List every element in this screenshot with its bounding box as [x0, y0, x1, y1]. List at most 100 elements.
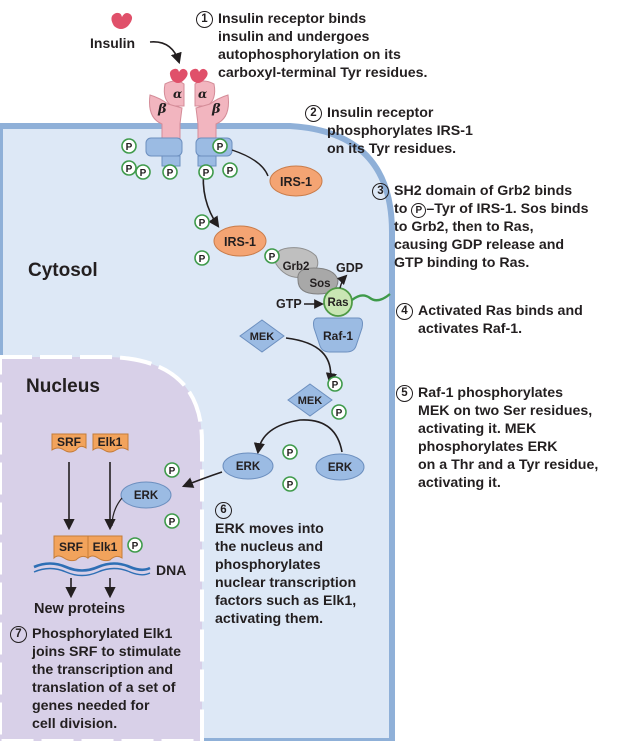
step-5: 5 Raf-1 phosphorylates MEK on two Ser re… — [396, 384, 620, 492]
phosphate-badge — [327, 376, 343, 392]
step-1-text: Insulin receptor binds insulin and under… — [218, 11, 428, 81]
dna-strand — [33, 562, 151, 572]
ras-membrane-anchor — [351, 293, 391, 302]
phosphate-badge — [121, 160, 137, 176]
step-number-6: 6 — [215, 502, 232, 519]
srf-complex-label: SRF — [59, 540, 83, 554]
insulin-binding-arrow — [149, 41, 182, 65]
phospho-inline-badge: P — [411, 203, 427, 218]
erk-inactive — [315, 453, 365, 481]
step-2-text: Insulin receptor phosphorylates IRS-1 on… — [327, 105, 473, 157]
erk-activation-arrow — [253, 419, 343, 455]
phosphate-badge-label: P — [336, 408, 343, 419]
phosphate-badge — [212, 138, 228, 154]
step-3-text-after: –Tyr of IRS-1. Sos binds to Grb2, then t… — [394, 201, 589, 271]
beta-label-right: β — [211, 102, 221, 117]
raf1-protein — [313, 317, 363, 353]
step-4: 4 Activated Ras binds and activates Raf-… — [396, 302, 616, 338]
ras-label: Ras — [327, 297, 348, 309]
step-number-7: 7 — [10, 626, 27, 643]
erk-inactive-label: ERK — [328, 462, 353, 474]
step-3-text: SH2 domain of Grb2 binds to P–Tyr of IRS… — [394, 182, 617, 272]
phosphate-badge-label: P — [167, 168, 174, 179]
elk1-complex-label: Elk1 — [93, 540, 118, 554]
step-2: 2 Insulin receptor phosphorylates IRS-1 … — [305, 104, 535, 158]
erk-active-label: ERK — [236, 461, 261, 473]
phosphate-badge-label: P — [217, 142, 224, 153]
irs1-phospho-label: IRS-1 — [224, 235, 256, 249]
erk-nuclear-label: ERK — [134, 490, 159, 502]
irs1-free — [269, 165, 323, 197]
mek-activation-arrow — [285, 337, 337, 385]
elk1-free-label: Elk1 — [98, 435, 123, 449]
phosphate-badge — [282, 476, 298, 492]
step-3-text-before: SH2 domain of Grb2 binds to — [394, 183, 573, 217]
dna-label: DNA — [156, 562, 186, 578]
step-6: 6 ERK moves into the nucleus and phospho… — [215, 502, 390, 628]
new-proteins-label: New proteins — [34, 601, 125, 617]
erk-nuclear — [120, 481, 172, 509]
raf1-label: Raf-1 — [323, 329, 353, 343]
phosphate-badge — [164, 462, 180, 478]
step-6-text: ERK moves into the nucleus and phosphory… — [215, 521, 357, 627]
elk1-phosphorylation-arrow — [111, 497, 123, 527]
srf-free — [51, 433, 87, 453]
step-number-2: 2 — [305, 105, 322, 122]
phosphate-badge-label: P — [199, 254, 206, 265]
step-number-4: 4 — [396, 303, 413, 320]
insulin-receptor — [145, 80, 233, 167]
alpha-label-right: α — [198, 87, 207, 101]
phosphate-badge — [331, 404, 347, 420]
mek-inactive-label: MEK — [250, 331, 275, 343]
phosphate-badge-label: P — [287, 480, 294, 491]
beta-label-left: β — [157, 102, 167, 117]
step-3: 3 SH2 domain of Grb2 binds to P–Tyr of I… — [372, 182, 617, 272]
mek-inactive — [239, 319, 285, 353]
step-number-1: 1 — [196, 11, 213, 28]
receptor-irs1-contact-line — [231, 149, 269, 177]
phosphate-badge — [198, 164, 214, 180]
ras-protein — [323, 287, 353, 317]
phosphate-badge — [127, 537, 143, 553]
gtp-label: GTP — [276, 297, 302, 311]
erk-active-cytosol — [222, 452, 274, 480]
step-4-text: Activated Ras binds and activates Raf-1. — [418, 303, 583, 337]
insulin-molecule-bound — [169, 68, 208, 83]
phosphate-badge — [164, 513, 180, 529]
phosphate-badge — [222, 162, 238, 178]
phosphate-badge-label: P — [203, 168, 210, 179]
sos-label: Sos — [309, 278, 330, 290]
phosphate-badge — [264, 248, 280, 264]
phosphate-badge — [135, 164, 151, 180]
elk1-free — [92, 433, 129, 453]
phosphate-badge-label: P — [169, 517, 176, 528]
phosphate-badge — [194, 250, 210, 266]
erk-translocation-arrow — [181, 471, 223, 488]
gdp-release-arrow — [336, 274, 348, 289]
step-number-3: 3 — [372, 183, 389, 200]
phosphate-badge-label: P — [126, 142, 133, 153]
grb2-label: Grb2 — [283, 261, 310, 273]
srf-complex — [53, 535, 89, 562]
phosphate-badge-label: P — [227, 166, 234, 177]
phosphate-badge-label: P — [287, 448, 294, 459]
phosphate-badge — [162, 164, 178, 180]
mek-active — [287, 383, 333, 417]
step-1: 1 Insulin receptor binds insulin and und… — [196, 10, 496, 82]
dna-strand-2 — [33, 567, 151, 577]
mek-active-label: MEK — [298, 395, 323, 407]
insulin-molecule-free — [111, 12, 133, 30]
irs1-free-label: IRS-1 — [280, 175, 312, 189]
irs1-phosphorylated — [213, 225, 267, 257]
phosphate-badge — [194, 214, 210, 230]
phosphate-badge-label: P — [199, 218, 206, 229]
step-5-text: Raf-1 phosphorylates MEK on two Ser resi… — [418, 385, 599, 491]
phosphate-badge-label: P — [169, 466, 176, 477]
insulin-label: Insulin — [90, 35, 135, 51]
phosphate-badge-label: P — [269, 252, 276, 263]
step-7: 7 Phosphorylated Elk1 joins SRF to stimu… — [10, 625, 200, 733]
phosphate-badge-label: P — [140, 168, 147, 179]
